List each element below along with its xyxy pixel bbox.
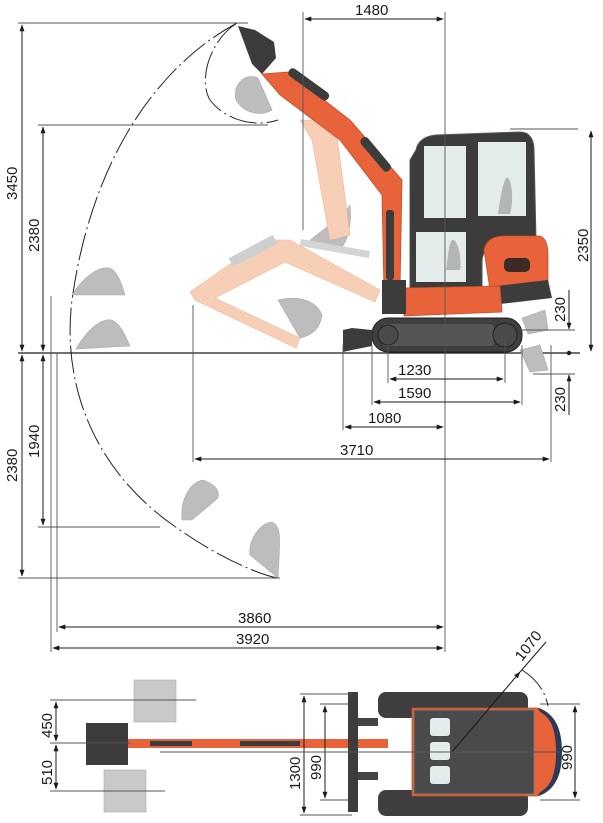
track-bottom xyxy=(378,790,528,816)
ghost-bucket-icons xyxy=(71,76,549,579)
bucket-icon xyxy=(234,76,273,114)
dim-max-dig-height: 3450 xyxy=(4,167,21,200)
bucket-icon xyxy=(249,521,280,579)
dim-transport-length: 3710 xyxy=(340,442,373,459)
dim-max-reach: 3920 xyxy=(236,631,269,648)
dim-blade-raise: 230 xyxy=(552,297,569,322)
dim-crawler-length: 1590 xyxy=(398,385,431,402)
upper-frame xyxy=(403,285,503,317)
bucket-curl-arc xyxy=(204,22,279,124)
tail-cover xyxy=(538,708,562,796)
dim-wall-dig-depth: 1940 xyxy=(26,425,43,458)
cab-window xyxy=(430,718,450,736)
bucket-icon xyxy=(277,297,323,339)
dozer-blade xyxy=(343,328,372,352)
boom-cylinder xyxy=(240,741,300,746)
ghost-arm-positions xyxy=(189,119,381,349)
arm-cylinder xyxy=(150,741,192,746)
cab-window xyxy=(430,742,450,760)
top-view: 450 510 1300 990 990 1070 xyxy=(39,628,580,816)
blade-arm xyxy=(358,718,378,726)
dim-track-width: 990 xyxy=(308,755,325,780)
side-dimension-lines xyxy=(18,12,594,652)
bucket-icon xyxy=(519,344,549,373)
cab-window xyxy=(430,766,450,784)
bucket-icon xyxy=(75,319,131,350)
dim-tumbler-distance: 1230 xyxy=(398,362,431,379)
dim-tail-swing-radius: 1070 xyxy=(512,628,546,665)
dim-front-swing-radius: 1480 xyxy=(355,2,388,19)
dim-body-width: 990 xyxy=(559,745,576,770)
boom-arm xyxy=(261,68,403,293)
dim-max-dig-depth: 2380 xyxy=(4,449,21,482)
dim-boom-offset-right: 510 xyxy=(39,760,56,785)
blade-arm xyxy=(358,772,378,780)
dim-boom-offset-left: 450 xyxy=(39,713,56,738)
crawler-track xyxy=(371,317,523,353)
hood-vent xyxy=(504,258,530,272)
dim-blade-lower: 230 xyxy=(552,387,569,412)
side-view: 3450 2380 1480 2350 230 230 1230 1590 10… xyxy=(4,2,594,652)
top-dimension-lines xyxy=(50,641,580,816)
bucket-icon xyxy=(238,26,276,74)
dim-blade-distance: 1080 xyxy=(368,410,401,427)
bucket-icon xyxy=(133,679,177,723)
dim-max-reach-ground: 3860 xyxy=(238,610,271,627)
dim-blade-width: 1300 xyxy=(287,757,304,790)
counterweight xyxy=(496,280,552,304)
bucket-icon xyxy=(86,723,128,765)
bucket-icon xyxy=(71,267,126,296)
dim-max-dump-height: 2380 xyxy=(26,219,43,252)
dig-envelope-arc xyxy=(69,22,279,579)
swing-bracket xyxy=(382,280,406,314)
dim-overall-height: 2350 xyxy=(575,229,592,262)
bucket-icon xyxy=(181,479,219,521)
